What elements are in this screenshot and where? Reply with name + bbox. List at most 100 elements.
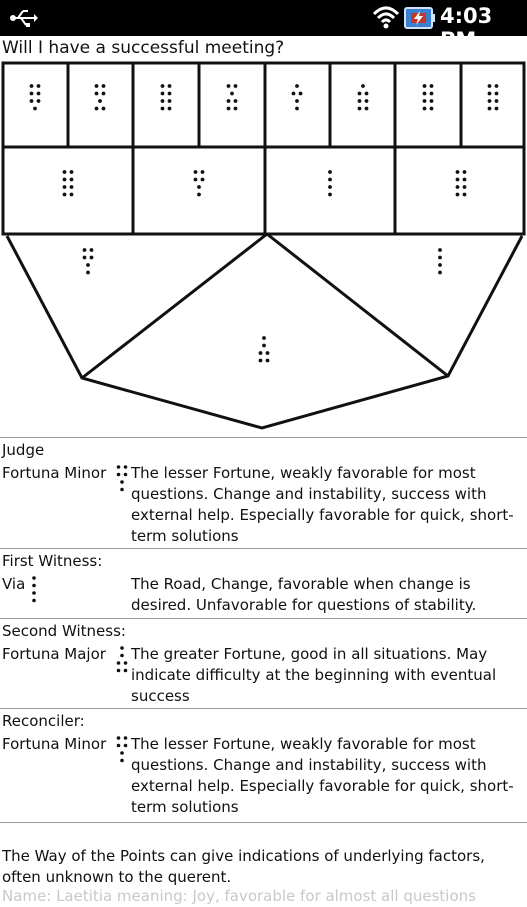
figure-dot (123, 743, 128, 748)
figure-dot (116, 668, 121, 673)
way-of-points-text: The Way of the Points can give indicatio… (2, 847, 485, 886)
chart-figure-dot (455, 192, 460, 197)
reading-description: The lesser Fortune, weakly favorable for… (131, 735, 514, 816)
chart-figure-dot (357, 106, 362, 111)
chart-figure-dot (69, 192, 74, 197)
chart-figure-dot (62, 170, 67, 174)
chart-figure-dot (89, 248, 94, 252)
geomancy-shield-chart (1, 61, 526, 430)
chart-figure-dot (29, 84, 34, 88)
chart-figure-dot (167, 84, 172, 88)
reading-description: The greater Fortune, good in all situati… (131, 645, 497, 705)
chart-figure-dot (69, 177, 74, 182)
chart-figure-dot (226, 84, 231, 88)
chart-figure-dot (167, 106, 172, 111)
section-divider (0, 822, 527, 823)
chart-figure-dot (36, 91, 41, 96)
figure-dot (123, 465, 128, 469)
chart-figure-dot (89, 255, 94, 260)
chart-figure-dot (455, 177, 460, 182)
chart-figure-dot (197, 192, 201, 197)
chart-figure-dot (233, 84, 238, 88)
status-bar: 4:03 PM (0, 0, 527, 52)
chart-figure-dot (295, 99, 299, 103)
chart-figure-dot (494, 99, 499, 103)
chart-figure-dot (193, 170, 198, 174)
chart-figure-dot (36, 84, 41, 88)
chart-figure-dot (258, 351, 263, 355)
chart-figure-dot (230, 91, 234, 96)
chart-figure-dot (487, 99, 492, 103)
chart-figure-dot (487, 91, 492, 96)
figure-dot (32, 591, 36, 595)
chart-figure-dot (160, 91, 165, 96)
chart-figure-dot (364, 106, 369, 111)
chart-figure-dot (36, 99, 41, 103)
chart-figure-dot (258, 358, 263, 363)
chart-figure-dot (94, 106, 99, 111)
status-clock: 4:03 PM (440, 4, 493, 52)
chart-figure-dot (29, 91, 34, 96)
section-divider (0, 437, 527, 438)
chart-figure-dot (462, 177, 467, 182)
chart-figure-dot (438, 248, 442, 252)
chart-figure-dot (422, 106, 427, 111)
chart-figure-dot (455, 185, 460, 189)
figure-dot (120, 487, 124, 492)
chart-figure-dot (262, 336, 266, 340)
reading-figure-name: Fortuna Minor (2, 464, 107, 482)
reading-figure-name: Fortuna Major (2, 645, 106, 663)
chart-figure-dot (233, 106, 238, 111)
figure-dot (116, 736, 121, 740)
chart-figure-dot (197, 185, 201, 189)
chart-figure-dot (101, 84, 106, 88)
chart-figure-dot (69, 170, 74, 174)
chart-figure-dot (167, 91, 172, 96)
chart-figure-dot (291, 91, 296, 96)
chart-figure-dot (422, 91, 427, 96)
section-divider (0, 548, 527, 549)
chart-figure-dot (160, 106, 165, 111)
chart-figure-dot (357, 99, 362, 103)
chart-figure-dot (200, 170, 205, 174)
chart-figure-dot (422, 99, 427, 103)
reading-role-label: Judge (2, 441, 45, 459)
figure-dot (116, 743, 121, 748)
battery-charging-icon (404, 7, 435, 29)
figure-dot (120, 758, 124, 763)
figure-dots-icon (32, 576, 36, 603)
chart-figure-dot (69, 185, 74, 189)
next-figure-text: Name: Laetitia meaning: Joy, favorable f… (2, 887, 476, 905)
chart-figure-dot (298, 91, 303, 96)
chart-figure-dot (494, 106, 499, 111)
figure-dot (123, 472, 128, 477)
chart-figure-dot (62, 185, 67, 189)
reading-role-label: Reconciler: (2, 712, 85, 730)
reading-description: The lesser Fortune, weakly favorable for… (131, 464, 514, 545)
chart-figure-dot (62, 177, 67, 182)
reading-figure-name: Fortuna Minor (2, 735, 107, 753)
chart-figure-dot (364, 91, 369, 96)
chart-figure-dot (438, 263, 442, 267)
figure-dot (123, 736, 128, 740)
chart-figure-dot (200, 177, 205, 182)
section-divider (0, 708, 527, 709)
chart-figure-dot (295, 106, 299, 111)
reading-description: The Road, Change, favorable when change … (131, 575, 477, 614)
reading-role-label: Second Witness: (2, 622, 126, 640)
chart-figure-dot (33, 106, 37, 111)
chart-figure-dot (94, 84, 99, 88)
chart-figure-dot (429, 99, 434, 103)
wifi-icon (372, 6, 400, 29)
chart-figure-dot (361, 84, 365, 88)
reading-figure-name: Via (2, 575, 26, 593)
figure-dot (32, 583, 36, 588)
chart-figure-dot (101, 91, 106, 96)
figure-dot (123, 661, 128, 665)
chart-figure-dot (462, 192, 467, 197)
chart-figure-dot (328, 170, 332, 174)
chart-figure-dot (226, 106, 231, 111)
chart-figure-dot (455, 170, 460, 174)
chart-figure-dot (328, 185, 332, 189)
chart-figure-dot (487, 106, 492, 111)
